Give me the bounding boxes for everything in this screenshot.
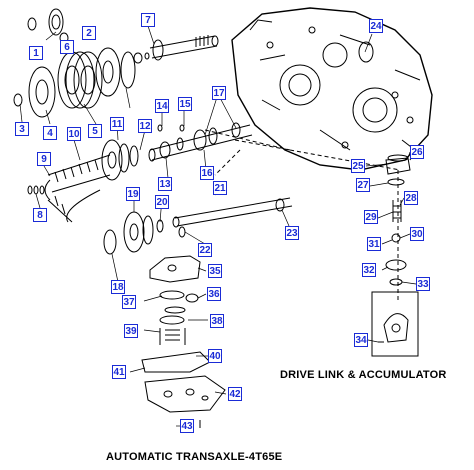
callout-15: 15 <box>178 97 192 111</box>
callout-35: 35 <box>208 264 222 278</box>
callout-7: 7 <box>141 13 155 27</box>
callout-19: 19 <box>126 187 140 201</box>
callout-9: 9 <box>37 152 51 166</box>
clutch-pack <box>13 47 136 118</box>
callout-33: 33 <box>416 277 430 291</box>
callout-38: 38 <box>210 314 224 328</box>
callout-16: 16 <box>200 166 214 180</box>
callout-12: 12 <box>138 119 152 133</box>
callout-39: 39 <box>124 324 138 338</box>
callout-4: 4 <box>43 126 57 140</box>
callout-2: 2 <box>82 26 96 40</box>
small-washers <box>27 185 45 195</box>
callout-42: 42 <box>228 387 242 401</box>
callout-18: 18 <box>111 280 125 294</box>
callout-5: 5 <box>88 124 102 138</box>
callout-10: 10 <box>67 127 81 141</box>
input-shaft <box>133 35 219 64</box>
callout-21: 21 <box>213 181 227 195</box>
transaxle-case <box>231 7 433 171</box>
callout-24: 24 <box>369 19 383 33</box>
callout-1: 1 <box>29 46 43 60</box>
callout-40: 40 <box>208 349 222 363</box>
callout-6: 6 <box>60 40 74 54</box>
drive-link-caption: DRIVE LINK & ACCUMULATOR <box>280 369 447 381</box>
lower-shaft <box>172 197 293 228</box>
output-shaft <box>148 122 253 162</box>
drive-sprocket <box>101 139 139 181</box>
callout-37: 37 <box>122 295 136 309</box>
leader-lines <box>19 25 417 427</box>
drive-chain <box>44 154 111 223</box>
callout-29: 29 <box>364 210 378 224</box>
callout-32: 32 <box>362 263 376 277</box>
alignment-lines <box>204 129 401 300</box>
transaxle-caption: AUTOMATIC TRANSAXLE-4T65E <box>106 451 283 463</box>
callout-43: 43 <box>180 419 194 433</box>
callout-36: 36 <box>207 287 221 301</box>
callout-34: 34 <box>354 333 368 347</box>
callout-14: 14 <box>155 99 169 113</box>
gear-top-left <box>27 8 69 44</box>
callout-8: 8 <box>33 208 47 222</box>
callout-3: 3 <box>15 122 29 136</box>
callout-27: 27 <box>356 178 370 192</box>
callout-30: 30 <box>410 227 424 241</box>
callout-20: 20 <box>155 195 169 209</box>
callout-13: 13 <box>158 177 172 191</box>
driven-sprocket <box>103 211 186 255</box>
valve-stack <box>141 255 226 432</box>
callout-11: 11 <box>110 117 124 131</box>
callout-17: 17 <box>212 86 226 100</box>
callout-31: 31 <box>367 237 381 251</box>
callout-26: 26 <box>410 145 424 159</box>
callout-22: 22 <box>198 243 212 257</box>
callout-23: 23 <box>285 226 299 240</box>
callout-28: 28 <box>404 191 418 205</box>
callout-25: 25 <box>351 159 365 173</box>
accumulator-assembly <box>371 154 419 357</box>
callout-41: 41 <box>112 365 126 379</box>
